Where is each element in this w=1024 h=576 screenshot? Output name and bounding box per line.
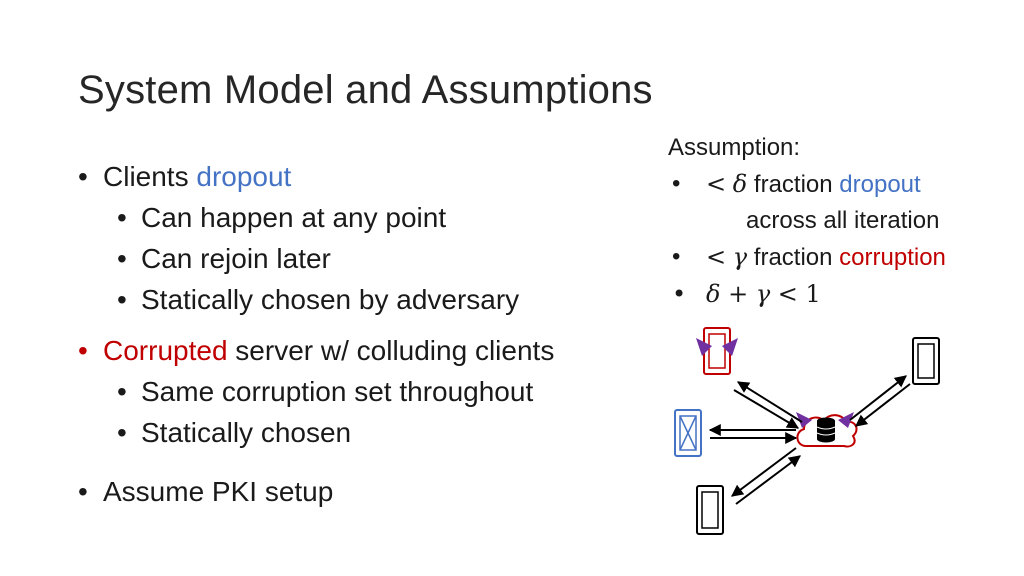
corrupted-phone-icon bbox=[703, 327, 731, 375]
attacker-arrow-icon bbox=[696, 338, 738, 356]
corrupted-highlight: Corrupted bbox=[103, 335, 228, 366]
math-lt: < bbox=[706, 243, 727, 271]
assumption-continuation: across all iteration bbox=[746, 207, 940, 234]
sub-bullet: Same corruption set throughout bbox=[78, 371, 638, 412]
corruption-highlight: corruption bbox=[839, 244, 946, 271]
phone-icon bbox=[696, 485, 724, 535]
dropout-phone-icon bbox=[674, 409, 702, 457]
slide-title: System Model and Assumptions bbox=[78, 68, 653, 112]
dropout-highlight: dropout bbox=[839, 171, 921, 198]
sub-bullet: Can rejoin later bbox=[78, 238, 638, 279]
math-lt: < bbox=[706, 170, 727, 198]
bullet-pki: Assume PKI setup bbox=[78, 471, 638, 512]
network-diagram bbox=[674, 327, 940, 535]
gamma-symbol: γ bbox=[732, 243, 748, 271]
assumption-heading: Assumption: bbox=[668, 134, 801, 161]
plus-sign: + bbox=[720, 280, 756, 308]
assumption-text: fraction bbox=[747, 244, 840, 271]
dropout-highlight: dropout bbox=[196, 161, 292, 192]
delta-symbol: δ bbox=[706, 280, 721, 308]
bullet-corrupted-server: Corrupted server w/ colluding clients bbox=[78, 330, 638, 371]
phone-icon bbox=[912, 337, 940, 385]
gamma-symbol: γ bbox=[755, 280, 771, 308]
bullet-text: server w/ colluding clients bbox=[227, 335, 555, 366]
assumption-box: Assumption: < δ fraction dropout across … bbox=[668, 130, 1018, 312]
sub-bullet: Can happen at any point bbox=[78, 197, 638, 238]
sub-bullet: Statically chosen by adversary bbox=[78, 279, 638, 320]
delta-symbol: δ bbox=[732, 170, 748, 198]
assumption-corruption: < γ fraction corruption bbox=[668, 239, 1018, 276]
database-icon bbox=[816, 417, 836, 443]
attacker-arrow-icon bbox=[796, 412, 854, 428]
connection-arrows bbox=[708, 375, 911, 505]
main-bullet-list: Clients dropout Can happen at any point … bbox=[78, 156, 638, 512]
assumption-dropout: < δ fraction dropout bbox=[668, 166, 1018, 203]
assumption-sum: δ + γ < 1 bbox=[668, 276, 1018, 312]
bullet-text: Clients bbox=[103, 161, 197, 192]
assumption-text: fraction bbox=[747, 171, 840, 198]
bullet-clients-dropout: Clients dropout bbox=[78, 156, 638, 197]
sub-bullet: Statically chosen bbox=[78, 412, 638, 453]
lt-one: < 1 bbox=[770, 280, 821, 308]
